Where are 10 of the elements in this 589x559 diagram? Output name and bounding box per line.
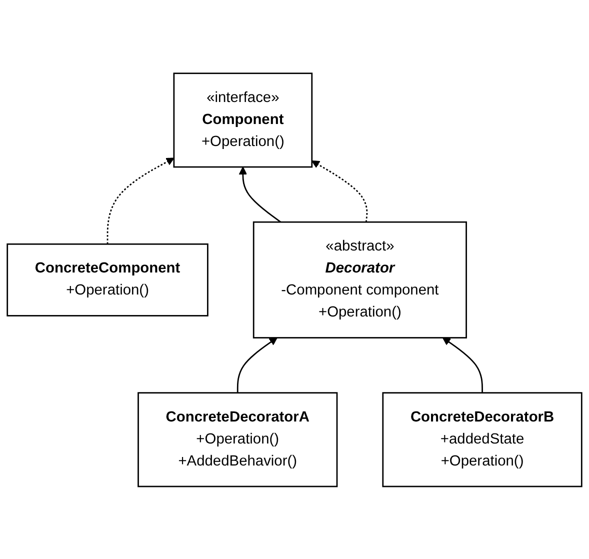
arrow <box>238 166 282 222</box>
arrow <box>106 157 174 244</box>
node-box: ConcreteComponent +Operation() <box>6 243 208 316</box>
arrow <box>442 336 483 392</box>
node-box: «interface» Component +Operation() <box>173 72 313 168</box>
arrow <box>312 160 368 222</box>
arrow <box>236 336 278 392</box>
node-box: ConcreteDecoratorB +addedState +Operation() <box>382 392 582 487</box>
node-box: ConcreteDecoratorA +Operation() +AddedBehavior() <box>138 392 338 487</box>
node-box: «abstract» Decorator -Component component +Operation() <box>252 220 467 338</box>
